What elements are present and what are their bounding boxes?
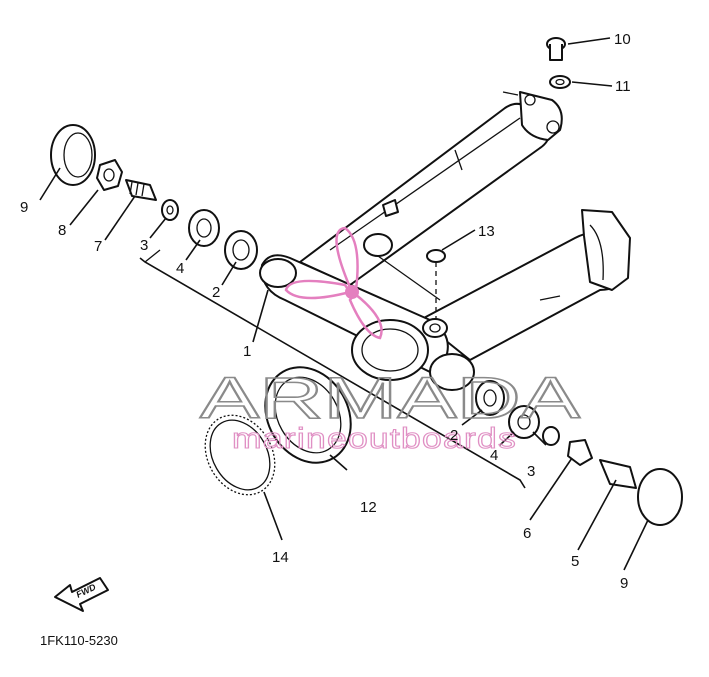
- armada-logo: [284, 226, 383, 340]
- callout-8: 8: [58, 222, 66, 239]
- callout-labels: 9 8 7 3 4 2 1 10 11 13 12 14 2 4 3 6 5 9: [20, 31, 631, 592]
- ring-parts: [204, 366, 352, 496]
- callout-4-left: 4: [176, 260, 184, 277]
- callout-2-right: 2: [450, 427, 458, 444]
- propeller-hub: [345, 285, 359, 299]
- propeller-blade: [335, 226, 359, 294]
- callout-11: 11: [615, 78, 631, 95]
- callout-5: 5: [571, 553, 579, 570]
- callout-6: 6: [523, 525, 531, 542]
- propeller-blade: [284, 279, 353, 300]
- left-parts: [50, 124, 258, 270]
- callout-4-right: 4: [490, 447, 498, 464]
- callout-9-right: 9: [620, 575, 628, 592]
- propeller-blade: [348, 292, 383, 340]
- callout-3-right: 3: [527, 463, 535, 480]
- callout-1: 1: [243, 343, 251, 360]
- swing-arm-drawing: [259, 91, 631, 391]
- assembly-axis-lines: [139, 249, 526, 489]
- callout-12: 12: [360, 499, 377, 516]
- leader-lines: [39, 37, 649, 571]
- callout-14: 14: [272, 549, 289, 566]
- right-parts: [426, 37, 683, 526]
- callout-13: 13: [478, 223, 495, 240]
- callout-7: 7: [94, 238, 102, 255]
- callout-3-left: 3: [140, 237, 148, 254]
- fwd-arrow: FWD: [54, 577, 109, 612]
- callout-9-left: 9: [20, 199, 28, 216]
- callout-10: 10: [614, 31, 631, 48]
- callout-2-left: 2: [212, 284, 220, 301]
- watermark-tagline: marineoutboards: [232, 423, 517, 455]
- drawing-code: 1FK110-5230: [40, 633, 118, 648]
- watermark-brand: ARMADA: [200, 366, 580, 431]
